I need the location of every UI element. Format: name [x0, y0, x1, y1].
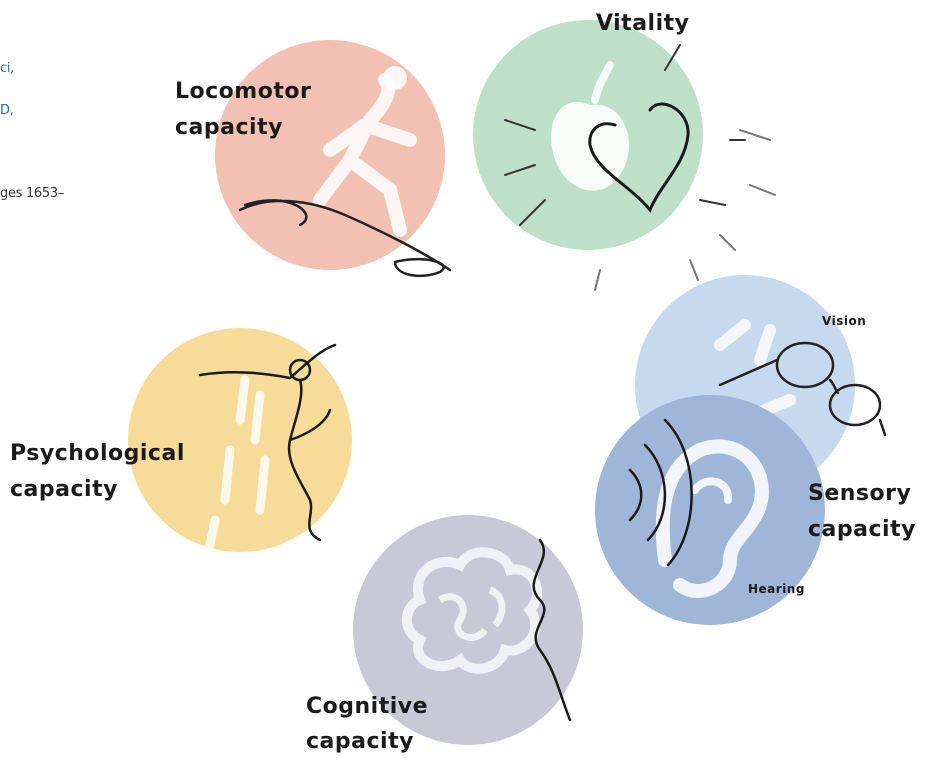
psychological-circle — [128, 328, 352, 552]
person-squatting-icon — [238, 66, 452, 278]
hearing-label: Hearing — [748, 582, 805, 596]
apple-heart-icon — [504, 44, 776, 291]
sensory-label-line-2: capacity — [808, 517, 916, 542]
side-text-line-3: ges 1653– — [0, 186, 65, 201]
locomotor-label-line-1: Locomotor — [175, 79, 312, 104]
locomotor-label-line-2: capacity — [175, 115, 283, 140]
side-text-line-1[interactable]: ci, — [0, 61, 14, 76]
vitality-label: Vitality — [596, 11, 690, 36]
psychological-label-line-2: capacity — [10, 477, 118, 502]
side-text-line-2[interactable]: D, — [0, 103, 14, 118]
psychological-label-line-1: Psychological — [10, 441, 185, 466]
sensory-label-line-1: Sensory — [808, 481, 912, 506]
cognitive-label-line-2: capacity — [306, 729, 414, 754]
person-jumping-icon — [198, 343, 337, 550]
cognitive-label-line-1: Cognitive — [306, 694, 429, 719]
ear-icon — [628, 418, 769, 598]
brain-icon — [401, 538, 572, 722]
vision-label: Vision — [822, 314, 867, 328]
